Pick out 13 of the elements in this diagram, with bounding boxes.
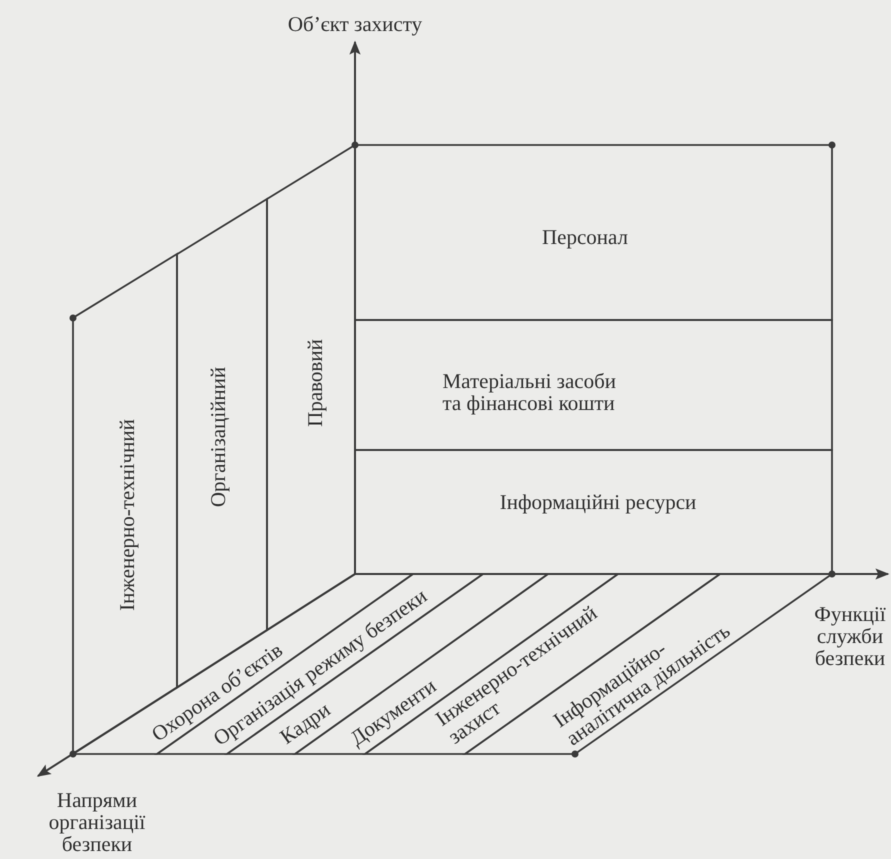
axis-title: Функції служби безпеки bbox=[813, 602, 887, 670]
cell-label: Організаційний bbox=[206, 366, 230, 508]
cell-label: Інформаційні ресурси bbox=[500, 490, 696, 514]
object-row bbox=[355, 145, 832, 320]
object-row bbox=[355, 320, 832, 450]
cell-label: Матеріальні засоби та фінансові кошти bbox=[442, 370, 618, 414]
axis-title: Напрями організації безпеки bbox=[48, 788, 146, 856]
axis-title: Об’єкт захисту bbox=[286, 12, 424, 36]
cell-label: Персонал bbox=[542, 226, 628, 248]
method-column bbox=[267, 145, 355, 630]
cell-label: Правовий bbox=[304, 339, 326, 427]
cell-label: Інженерно-технічний bbox=[116, 419, 138, 611]
object-row bbox=[355, 450, 832, 574]
